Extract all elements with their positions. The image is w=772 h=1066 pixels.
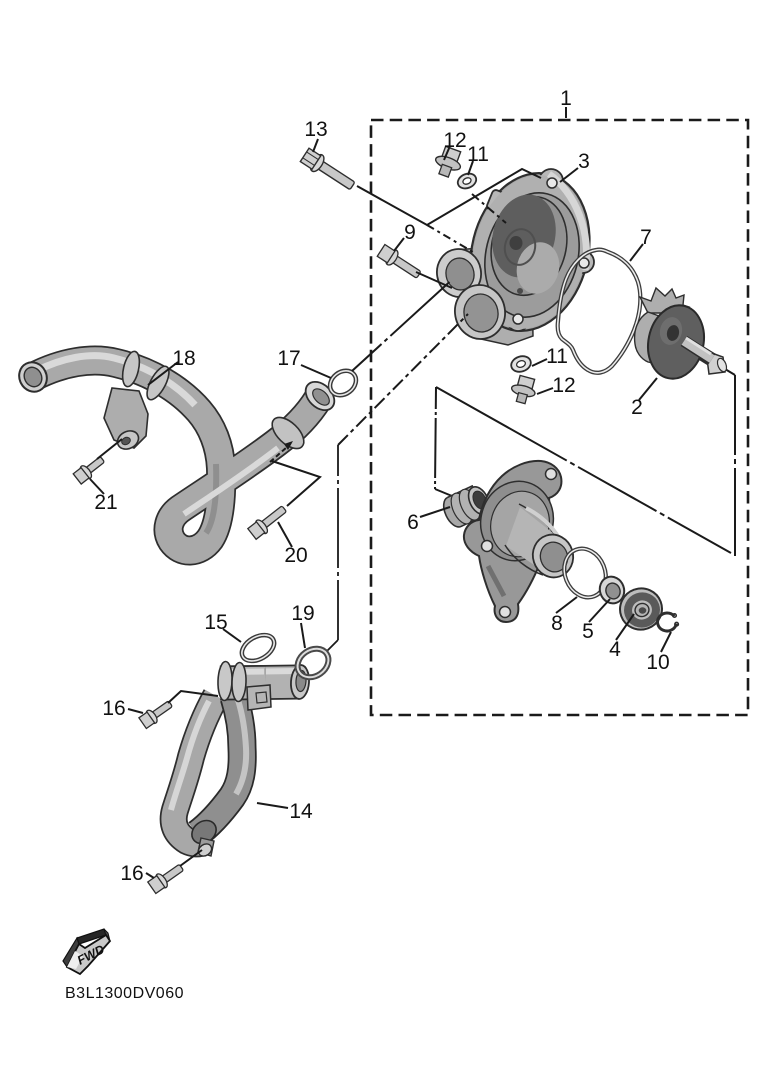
svg-text:10: 10 bbox=[646, 651, 669, 674]
svg-text:16: 16 bbox=[120, 862, 143, 885]
svg-text:11: 11 bbox=[546, 345, 568, 368]
svg-text:12: 12 bbox=[552, 374, 575, 397]
svg-text:3: 3 bbox=[578, 150, 590, 173]
svg-text:5: 5 bbox=[582, 620, 594, 643]
svg-text:20: 20 bbox=[284, 544, 307, 567]
svg-text:18: 18 bbox=[172, 347, 195, 370]
svg-text:6: 6 bbox=[407, 511, 419, 534]
svg-text:14: 14 bbox=[289, 800, 313, 823]
svg-text:8: 8 bbox=[551, 612, 563, 635]
svg-text:7: 7 bbox=[640, 226, 652, 249]
svg-text:16: 16 bbox=[102, 697, 125, 720]
svg-text:4: 4 bbox=[609, 638, 621, 661]
svg-text:12: 12 bbox=[443, 129, 466, 152]
svg-text:17: 17 bbox=[277, 347, 300, 370]
svg-text:19: 19 bbox=[291, 602, 314, 625]
svg-text:9: 9 bbox=[404, 221, 416, 244]
svg-text:B3L1300DV060: B3L1300DV060 bbox=[65, 985, 184, 1002]
svg-text:13: 13 bbox=[304, 118, 327, 141]
svg-text:2: 2 bbox=[631, 396, 643, 419]
svg-text:11: 11 bbox=[467, 143, 489, 166]
svg-text:15: 15 bbox=[204, 611, 227, 634]
svg-text:21: 21 bbox=[94, 491, 117, 514]
svg-text:1: 1 bbox=[560, 87, 572, 110]
